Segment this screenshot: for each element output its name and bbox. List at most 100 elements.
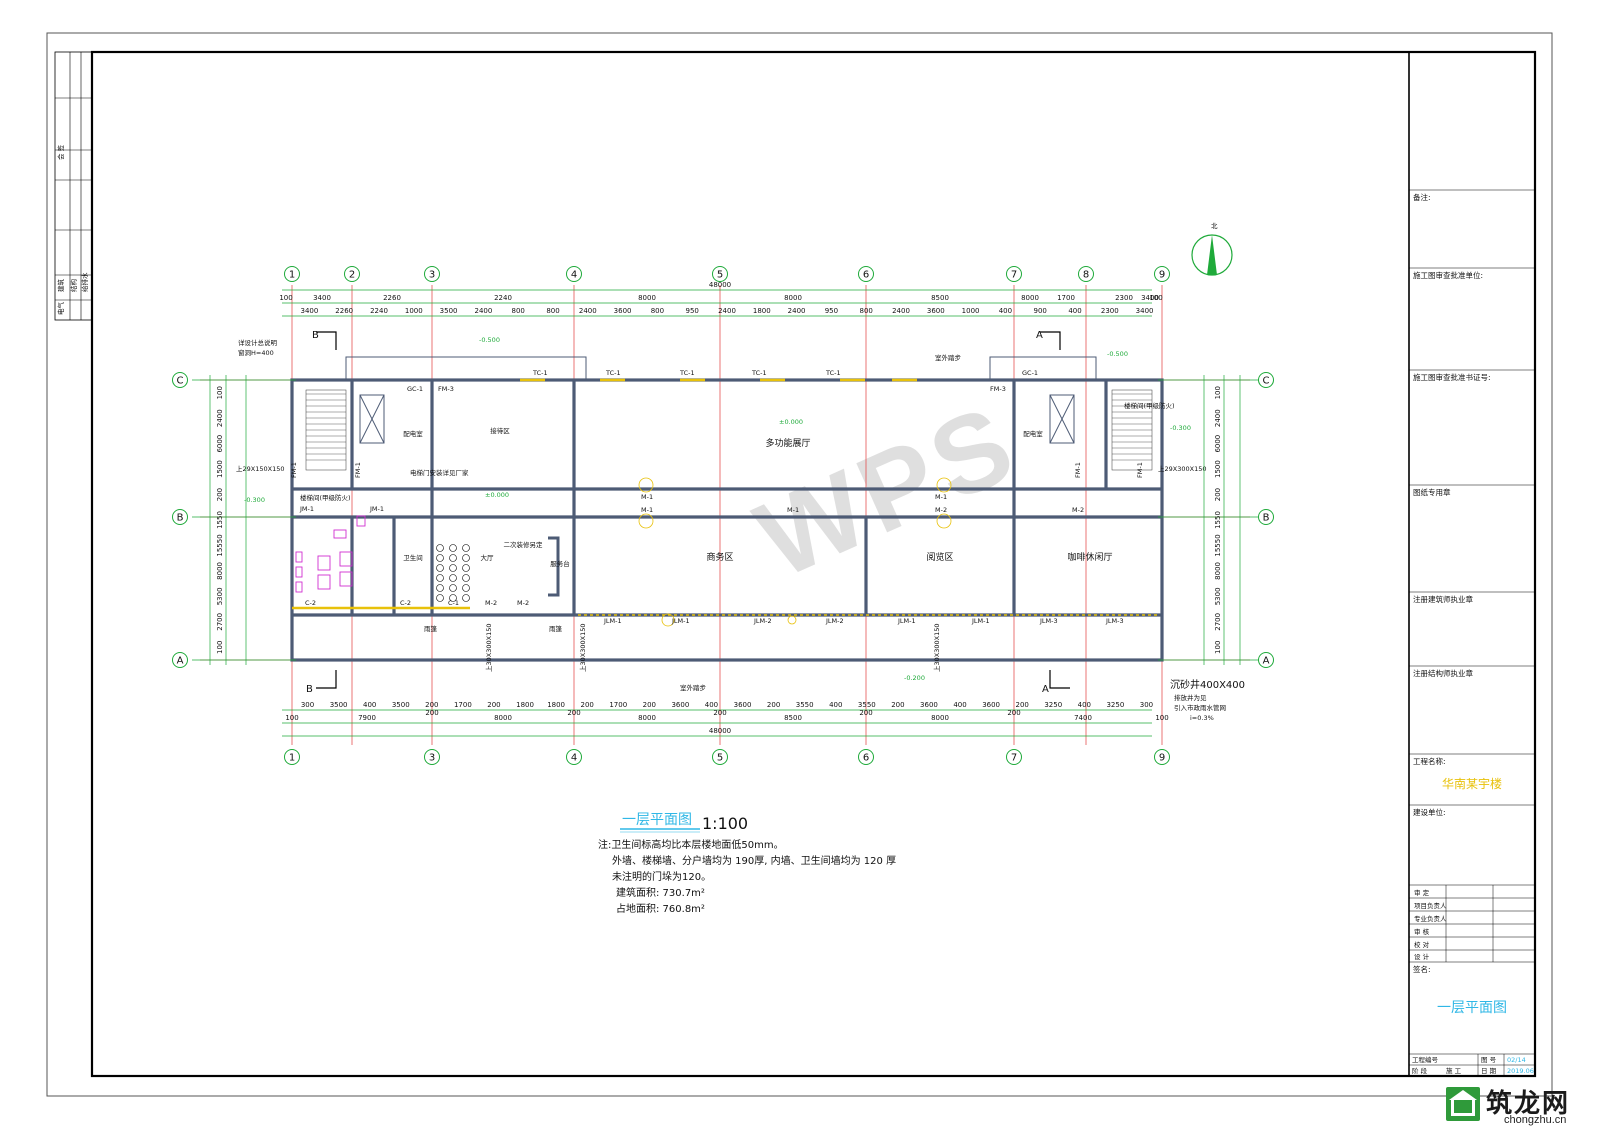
label-fm1-b: FM-1 [354, 462, 362, 478]
label-jm1-b: JM-1 [369, 505, 384, 513]
note-sump-2: 排放井为见 [1174, 693, 1207, 702]
axis-bottom-6-circle [858, 749, 874, 765]
label-m2-c: M-2 [485, 599, 497, 607]
column-markers [638, 477, 952, 627]
axis-left-A: A [177, 656, 184, 667]
dim-bottom-detail-0: 300 [301, 701, 314, 709]
seat-circle [449, 594, 457, 602]
axis-right-B: B [1263, 513, 1270, 524]
note-stair-area-right: 楼梯间(甲级防火) [1124, 401, 1175, 410]
axis-top-4: 4 [571, 270, 577, 281]
label-tc1-a: TC-1 [532, 369, 548, 377]
tb-footer-left: 工程编号 [1412, 1055, 1439, 1064]
seat-circle [436, 564, 444, 572]
margin-label-2: 结构 [69, 279, 78, 293]
margin-label-3: 给排水 [80, 272, 89, 292]
room-lobby: 大厅 [481, 553, 495, 562]
dim-top-minor-16: 800 [860, 307, 873, 315]
dim-top-minor-11: 950 [686, 307, 699, 315]
dim-bottom-detail-6: 200 [487, 701, 500, 709]
dim-top-minor-17: 2400 [892, 307, 910, 315]
dim-top-edge-0: 100 [279, 294, 292, 302]
dim-bottom-detail-5: 1700 [454, 701, 472, 709]
axis-left-C: C [177, 376, 184, 387]
room-cafe: 咖啡休闲厅 [1067, 551, 1112, 563]
axis-top-3: 3 [429, 270, 435, 281]
section-marks [316, 331, 1070, 689]
label-jm1: JM-1 [299, 505, 314, 513]
room-exhibition: 多功能展厅 [765, 437, 810, 449]
axis-bottom-3: 3 [429, 753, 435, 764]
label-fm1-d: FM-1 [1136, 462, 1144, 478]
seat-circle [462, 574, 470, 582]
tb-role-3: 审 核 [1414, 927, 1430, 936]
window-markers [292, 378, 1160, 616]
dim-bottom-detail-21: 400 [953, 701, 966, 709]
note-rain-left: 雨篷 [424, 624, 438, 633]
note-parapet-h: 窗洞H=400 [238, 348, 274, 357]
dim-bottom-detail-26: 3250 [1106, 701, 1124, 709]
plan-title: 一层平面图 [622, 812, 692, 828]
service-counter [548, 536, 560, 597]
tb-remarks: 备注: [1413, 192, 1431, 202]
dim-left-10: 100 [216, 641, 224, 654]
dim-left-4: 200 [216, 488, 224, 501]
dim-bottom-major-4: 8500 [784, 714, 802, 722]
label-m1-d: M-1 [935, 493, 947, 501]
dim-top-minor-4: 3500 [440, 307, 458, 315]
margin-label-0: 会 签 [56, 144, 65, 160]
label-tc1-c: TC-1 [679, 369, 695, 377]
site-logo[interactable]: 筑龙网 chongzhu.cn [1446, 1083, 1596, 1129]
dim-top-minor-23: 2300 [1101, 307, 1119, 315]
label-jlm1-c: JLM-1 [897, 617, 916, 625]
tb-project-name: 华南某宇楼 [1442, 776, 1502, 791]
label-jlm2-b: JLM-2 [825, 617, 844, 625]
dim-bottom-detail-14: 3600 [734, 701, 752, 709]
tb-client-label: 建设单位: [1413, 807, 1446, 817]
dim-top-minor-21: 900 [1034, 307, 1047, 315]
tb-footer-date-label: 日 期 [1481, 1067, 1497, 1075]
dim-bottom-detail-11: 200 [643, 701, 656, 709]
axis-right-A-circle [1258, 652, 1274, 668]
axis-left-C-circle [172, 372, 188, 388]
dim-left-0: 100 [216, 386, 224, 399]
dim-top-minor-7: 800 [546, 307, 559, 315]
label-m1-b: M-1 [641, 506, 653, 514]
dim-top-major-5: 8500 [931, 294, 949, 302]
axis-top-2-circle [344, 266, 360, 282]
walls [290, 378, 1164, 662]
dim-bottom-detail-8: 1800 [547, 701, 565, 709]
axis-bottom-3-circle [424, 749, 440, 765]
section-mark-b-bottom: B [306, 684, 313, 695]
label-m2-b: M-2 [1072, 506, 1084, 514]
plan-note-1: 外墙、楼梯墙、分户墙均为 190厚, 内墙、卫生间墙均为 120 厚 [612, 854, 896, 867]
elev-right: -0.300 [1170, 424, 1191, 432]
dim-bottom-detail-27: 300 [1140, 701, 1153, 709]
label-gc1-b: GC-1 [1022, 369, 1038, 377]
seat-circle [436, 594, 444, 602]
dim-bottom-detail-9: 200 [580, 701, 593, 709]
seat-circle [449, 544, 457, 552]
room-service-desk: 服务台 [550, 559, 570, 568]
dim-right-1: 2400 [1214, 409, 1222, 427]
note-slope: i=0.3% [1190, 714, 1214, 722]
dim-top-minor-14: 2400 [788, 307, 806, 315]
note-stair-right: 上29X300X150 [1158, 464, 1207, 473]
label-jlm3-a: JLM-3 [1039, 617, 1058, 625]
axis-bottom-5: 5 [717, 753, 723, 764]
seat-circle [436, 544, 444, 552]
stair-steps [306, 393, 1152, 461]
axis-top-3-circle [424, 266, 440, 282]
dim-right-2: 6000 [1214, 435, 1222, 453]
dim-bottom-detail-25: 400 [1078, 701, 1091, 709]
axis-top-9: 9 [1159, 270, 1165, 281]
label-m2-a: M-2 [935, 506, 947, 514]
dim-left-6: 15550 [216, 534, 224, 556]
tb-drawing-name: 一层平面图 [1437, 1000, 1507, 1016]
axis-bottom-7: 7 [1011, 753, 1017, 764]
tb-review-cert: 施工图审查批准书证号: [1413, 372, 1491, 382]
dim-bottom-detail-20: 3600 [920, 701, 938, 709]
elev-top-right: -0.500 [1107, 350, 1128, 358]
note-ramp-left: 上30X300X150 [484, 624, 493, 673]
